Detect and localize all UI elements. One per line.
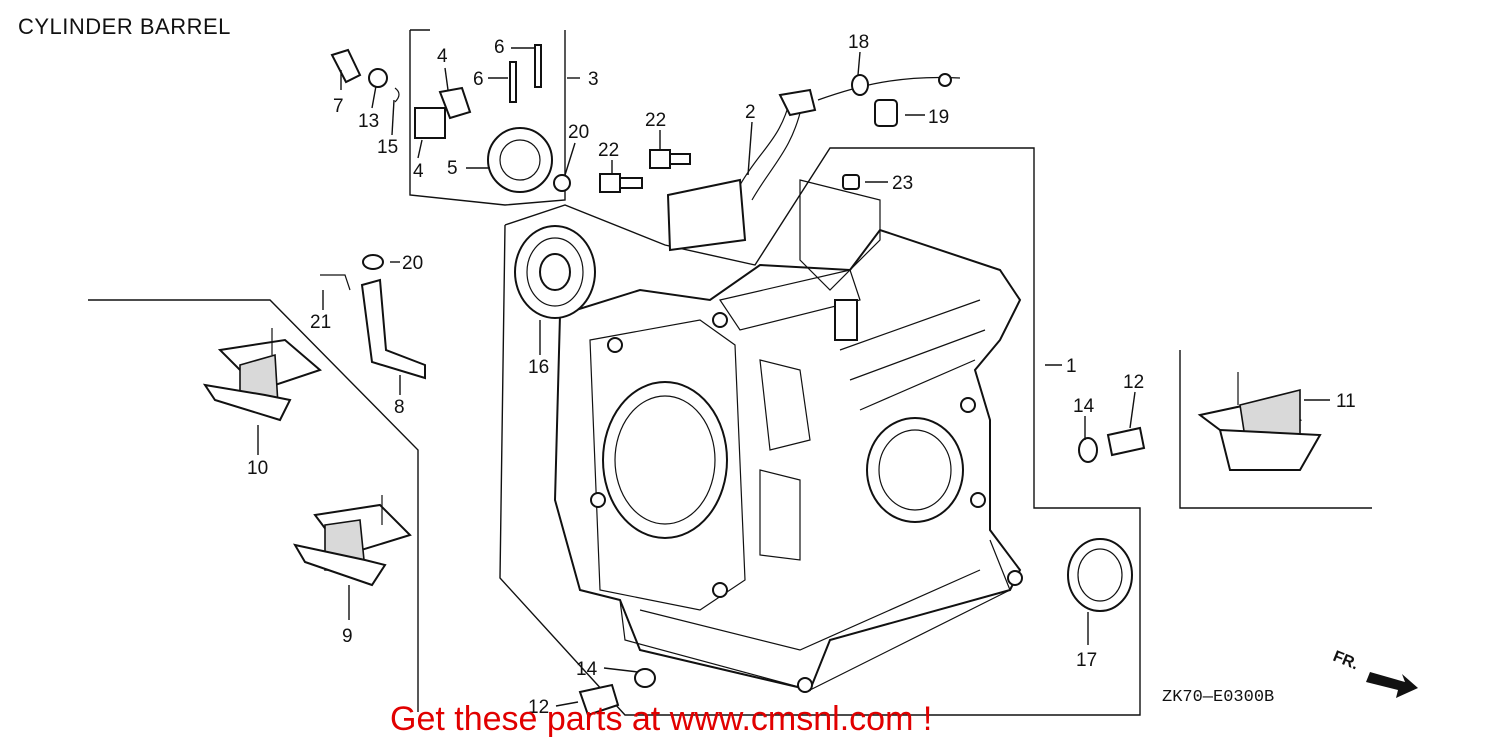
callout-3: 3 <box>588 69 599 90</box>
cylinder-barrel-body <box>553 179 1023 693</box>
front-direction-arrow-icon <box>1366 672 1418 698</box>
leader-lines <box>257 47 1330 707</box>
callout-14-bottom: 14 <box>576 659 598 680</box>
diagram-code: ZK70—E0300B <box>1162 688 1275 707</box>
guide-8 <box>360 278 426 380</box>
callout-9: 9 <box>342 626 353 647</box>
callout-15: 15 <box>377 137 398 158</box>
washer-14-right <box>1078 437 1098 463</box>
bolt-washer-set <box>330 48 400 103</box>
breather-tube <box>666 88 817 252</box>
callout-4-upper: 4 <box>437 46 448 67</box>
callout-17: 17 <box>1076 650 1097 671</box>
nut-23 <box>842 174 860 190</box>
oil-seal <box>1067 538 1133 612</box>
callout-19: 19 <box>928 107 949 128</box>
nut-19 <box>874 99 898 127</box>
bolt-12-bottom <box>578 683 620 717</box>
promo-link[interactable]: Get these parts at www.cmsnl.com ! <box>390 700 933 738</box>
callout-18: 18 <box>848 32 869 53</box>
callout-20-upper: 20 <box>568 122 589 143</box>
callout-2: 2 <box>745 102 756 123</box>
bolts-22 <box>599 149 691 193</box>
callout-21: 21 <box>310 312 331 333</box>
clip-21 <box>320 274 351 291</box>
bolt-12-right <box>1106 426 1146 457</box>
callout-22-upper: 22 <box>645 110 666 131</box>
callout-12-bottom: 12 <box>528 697 549 718</box>
ball-bearing <box>514 225 596 319</box>
engine-mount-9 <box>292 495 412 587</box>
callout-23: 23 <box>892 173 913 194</box>
ground-cable <box>817 73 961 101</box>
washer-14-bottom <box>634 668 656 688</box>
callout-8: 8 <box>394 397 405 418</box>
callout-16: 16 <box>528 357 549 378</box>
callout-11: 11 <box>1336 391 1356 412</box>
callout-labels: 7 13 15 4 4 6 6 3 5 20 22 22 2 18 19 23 … <box>247 32 1361 718</box>
governor-assembly <box>414 44 571 193</box>
callout-7: 7 <box>333 96 344 117</box>
diagram-title: CYLINDER BARREL <box>18 14 231 39</box>
front-direction-label: FR. <box>1331 648 1361 673</box>
callout-1: 1 <box>1066 356 1077 377</box>
callout-13: 13 <box>358 111 379 132</box>
engine-mount-10 <box>202 328 322 422</box>
engine-mount-11 <box>1197 372 1322 472</box>
callout-14-right: 14 <box>1073 396 1095 417</box>
callout-5: 5 <box>447 158 458 179</box>
nut-20 <box>362 254 384 270</box>
callout-6-upper: 6 <box>494 37 505 58</box>
callout-4-lower: 4 <box>413 161 424 182</box>
callout-6-lower: 6 <box>473 69 484 90</box>
callout-20-lower: 20 <box>402 253 423 274</box>
callout-12-right: 12 <box>1123 372 1144 393</box>
callout-22-lower: 22 <box>598 140 619 161</box>
callout-10: 10 <box>247 458 268 479</box>
